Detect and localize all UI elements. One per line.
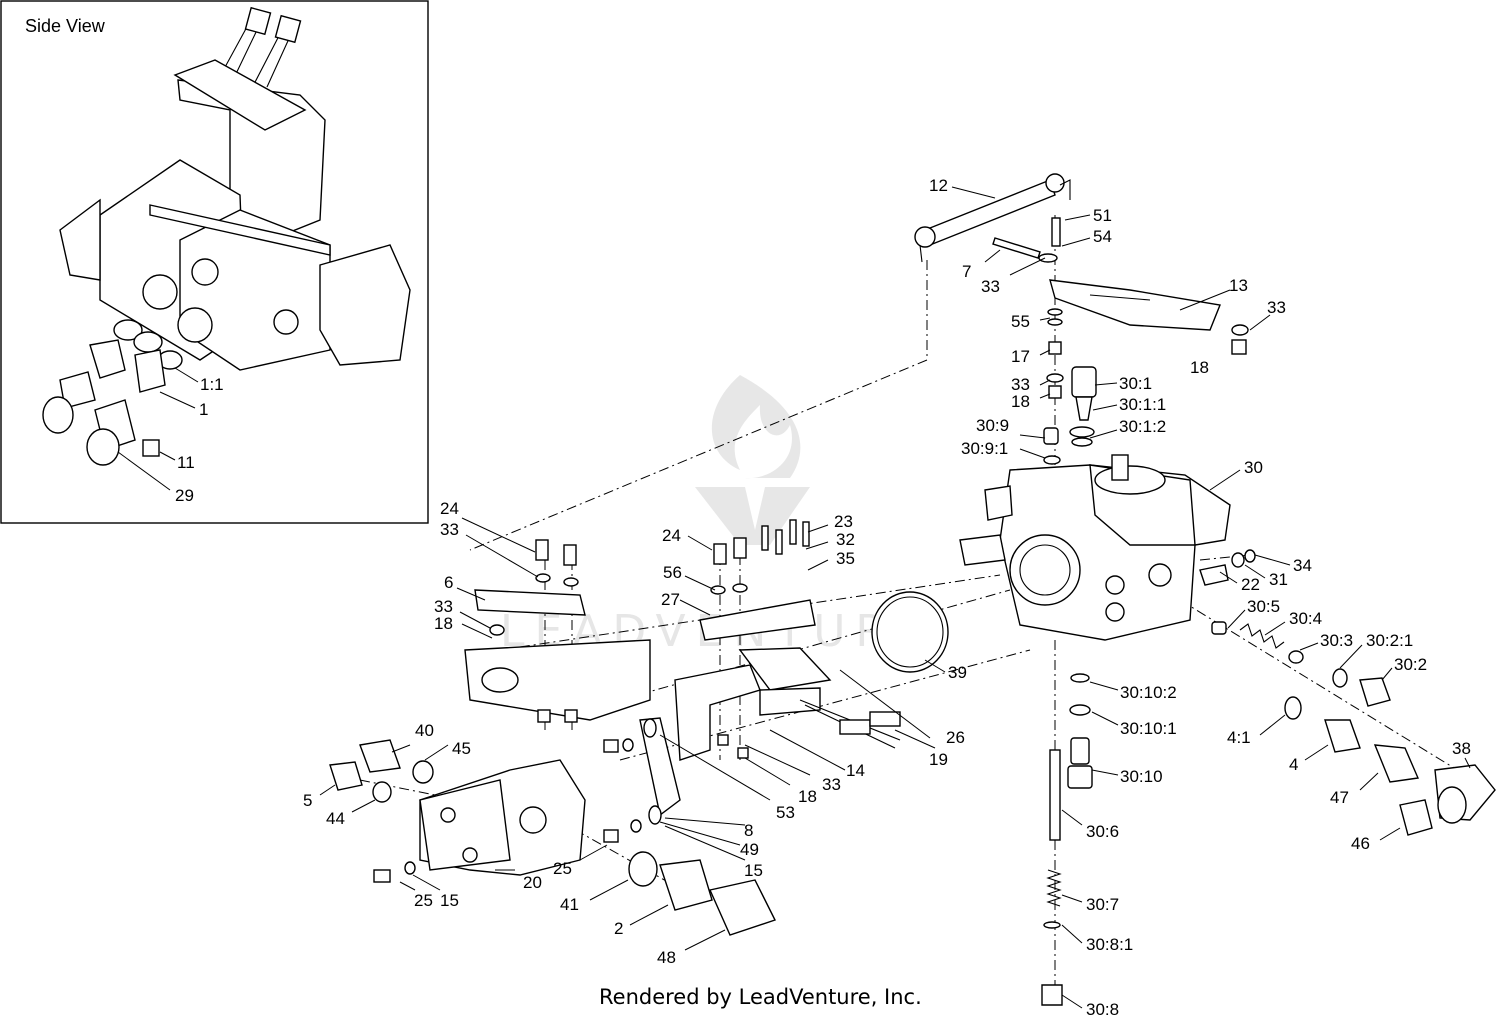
callout-30-10-2: 30:10:2 (1120, 683, 1177, 702)
callout-25-mid: 25 (553, 859, 572, 878)
callout-18-switch: 18 (798, 787, 817, 806)
callout-30-7: 30:7 (1086, 895, 1119, 914)
callout-30-2: 30:2 (1394, 655, 1427, 674)
callout-40: 40 (415, 721, 434, 740)
callout-20: 20 (523, 873, 542, 892)
callout-30-8: 30:8 (1086, 1000, 1119, 1017)
leader-lines (319, 186, 1471, 1009)
callout-46: 46 (1351, 834, 1370, 853)
callout-54: 54 (1093, 227, 1112, 246)
callout-30-9-1: 30:9:1 (961, 439, 1008, 458)
callout-56: 56 (663, 563, 682, 582)
callout-45: 45 (452, 739, 471, 758)
callout-55: 55 (1011, 312, 1030, 331)
inset-callout-1-1: 1:1 (200, 375, 224, 394)
callout-41: 41 (560, 895, 579, 914)
callout-33-right: 33 (1267, 298, 1286, 317)
callout-14: 14 (846, 761, 865, 780)
inset-title: Side View (25, 16, 106, 36)
callout-47: 47 (1330, 788, 1349, 807)
callout-33-switch: 33 (822, 775, 841, 794)
callout-24-left: 24 (440, 499, 459, 518)
callout-39: 39 (948, 663, 967, 682)
callout-18-mid: 18 (1011, 392, 1030, 411)
footer-credit: Rendered by LeadVenture, Inc. (599, 985, 922, 1009)
callout-32: 32 (836, 530, 855, 549)
callout-48: 48 (657, 948, 676, 967)
callout-30-1: 30:1 (1119, 374, 1152, 393)
callout-35: 35 (836, 549, 855, 568)
callout-30-1-2: 30:1:2 (1119, 417, 1166, 436)
callout-12: 12 (929, 176, 948, 195)
inset-callout-1: 1 (199, 400, 208, 419)
callout-6: 6 (444, 573, 453, 592)
callout-26: 26 (946, 728, 965, 747)
inset-callout-29: 29 (175, 486, 194, 505)
callout-23: 23 (834, 512, 853, 531)
callout-4: 4 (1289, 755, 1298, 774)
callout-19: 19 (929, 750, 948, 769)
callout-13: 13 (1229, 276, 1248, 295)
callout-30-10-1: 30:10:1 (1120, 719, 1177, 738)
callout-5: 5 (303, 791, 312, 810)
callout-30-3: 30:3 (1320, 631, 1353, 650)
callout-7: 7 (962, 262, 971, 281)
callout-31: 31 (1269, 570, 1288, 589)
callout-4-1: 4:1 (1227, 728, 1251, 747)
callout-33-left: 33 (440, 520, 459, 539)
callout-8: 8 (744, 821, 753, 840)
callout-15-left: 15 (440, 891, 459, 910)
callout-22: 22 (1241, 575, 1260, 594)
callout-labels: 12 51 54 7 33 13 33 55 18 17 33 18 30:1 … (303, 176, 1471, 1017)
callout-30-9: 30:9 (976, 416, 1009, 435)
callout-18-bracket: 18 (434, 614, 453, 633)
side-view-inset: Side View 1:1 1 11 (0, 0, 429, 524)
callout-24-mid: 24 (662, 526, 681, 545)
callout-38: 38 (1452, 739, 1471, 758)
callout-30-8-1: 30:8:1 (1086, 935, 1133, 954)
callout-27: 27 (661, 590, 680, 609)
callout-18-right: 18 (1190, 358, 1209, 377)
callout-34: 34 (1293, 556, 1312, 575)
callout-17: 17 (1011, 347, 1030, 366)
inset-callout-11: 11 (177, 453, 195, 472)
callout-30-10: 30:10 (1120, 767, 1163, 786)
callout-25-left: 25 (414, 891, 433, 910)
callout-33-top: 33 (981, 277, 1000, 296)
callout-33-bracket: 33 (434, 597, 453, 616)
callout-30-5: 30:5 (1247, 597, 1280, 616)
callout-30-2-1: 30:2:1 (1366, 631, 1413, 650)
callout-15-mid: 15 (744, 861, 763, 880)
callout-51: 51 (1093, 206, 1112, 225)
callout-33-mid: 33 (1011, 375, 1030, 394)
callout-53: 53 (776, 803, 795, 822)
callout-30-1-1: 30:1:1 (1119, 395, 1166, 414)
callout-2: 2 (614, 919, 623, 938)
callout-30-4: 30:4 (1289, 609, 1322, 628)
callout-30-6: 30:6 (1086, 822, 1119, 841)
callout-44: 44 (326, 809, 345, 828)
callout-49: 49 (740, 840, 759, 859)
main-parts (329, 173, 1496, 1006)
callout-30: 30 (1244, 458, 1263, 477)
